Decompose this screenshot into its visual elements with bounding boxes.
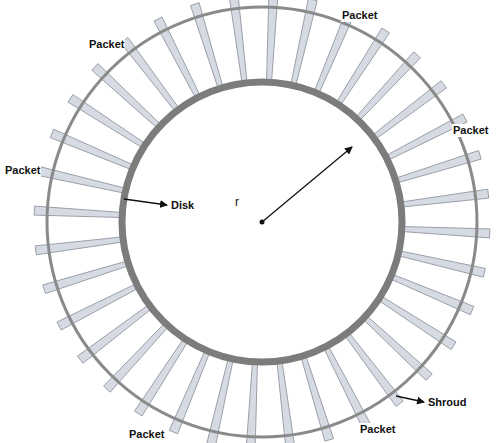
packet-label: Packet (128, 428, 165, 441)
packet-label: Packet (88, 38, 125, 51)
packet-label: Packet (341, 9, 378, 22)
disk-ring (122, 82, 402, 362)
packet-label: Packet (4, 164, 41, 177)
blade (154, 17, 200, 99)
blade (246, 362, 257, 443)
part-label: Disk (170, 199, 195, 212)
radius-arrow (262, 147, 352, 222)
leader-arrow (124, 199, 167, 205)
blade (324, 346, 370, 428)
blade-group (34, 0, 490, 443)
shroud-ring (47, 7, 477, 437)
blade (386, 114, 468, 160)
blade (229, 0, 247, 83)
packet-label: Packet (359, 423, 396, 436)
blade (267, 0, 278, 82)
blade (57, 284, 139, 330)
blade (277, 361, 295, 443)
packet-label: Packet (452, 124, 489, 137)
leader-arrow (396, 396, 424, 402)
part-label: Shroud (427, 396, 468, 409)
dimension-label: r (234, 196, 240, 209)
